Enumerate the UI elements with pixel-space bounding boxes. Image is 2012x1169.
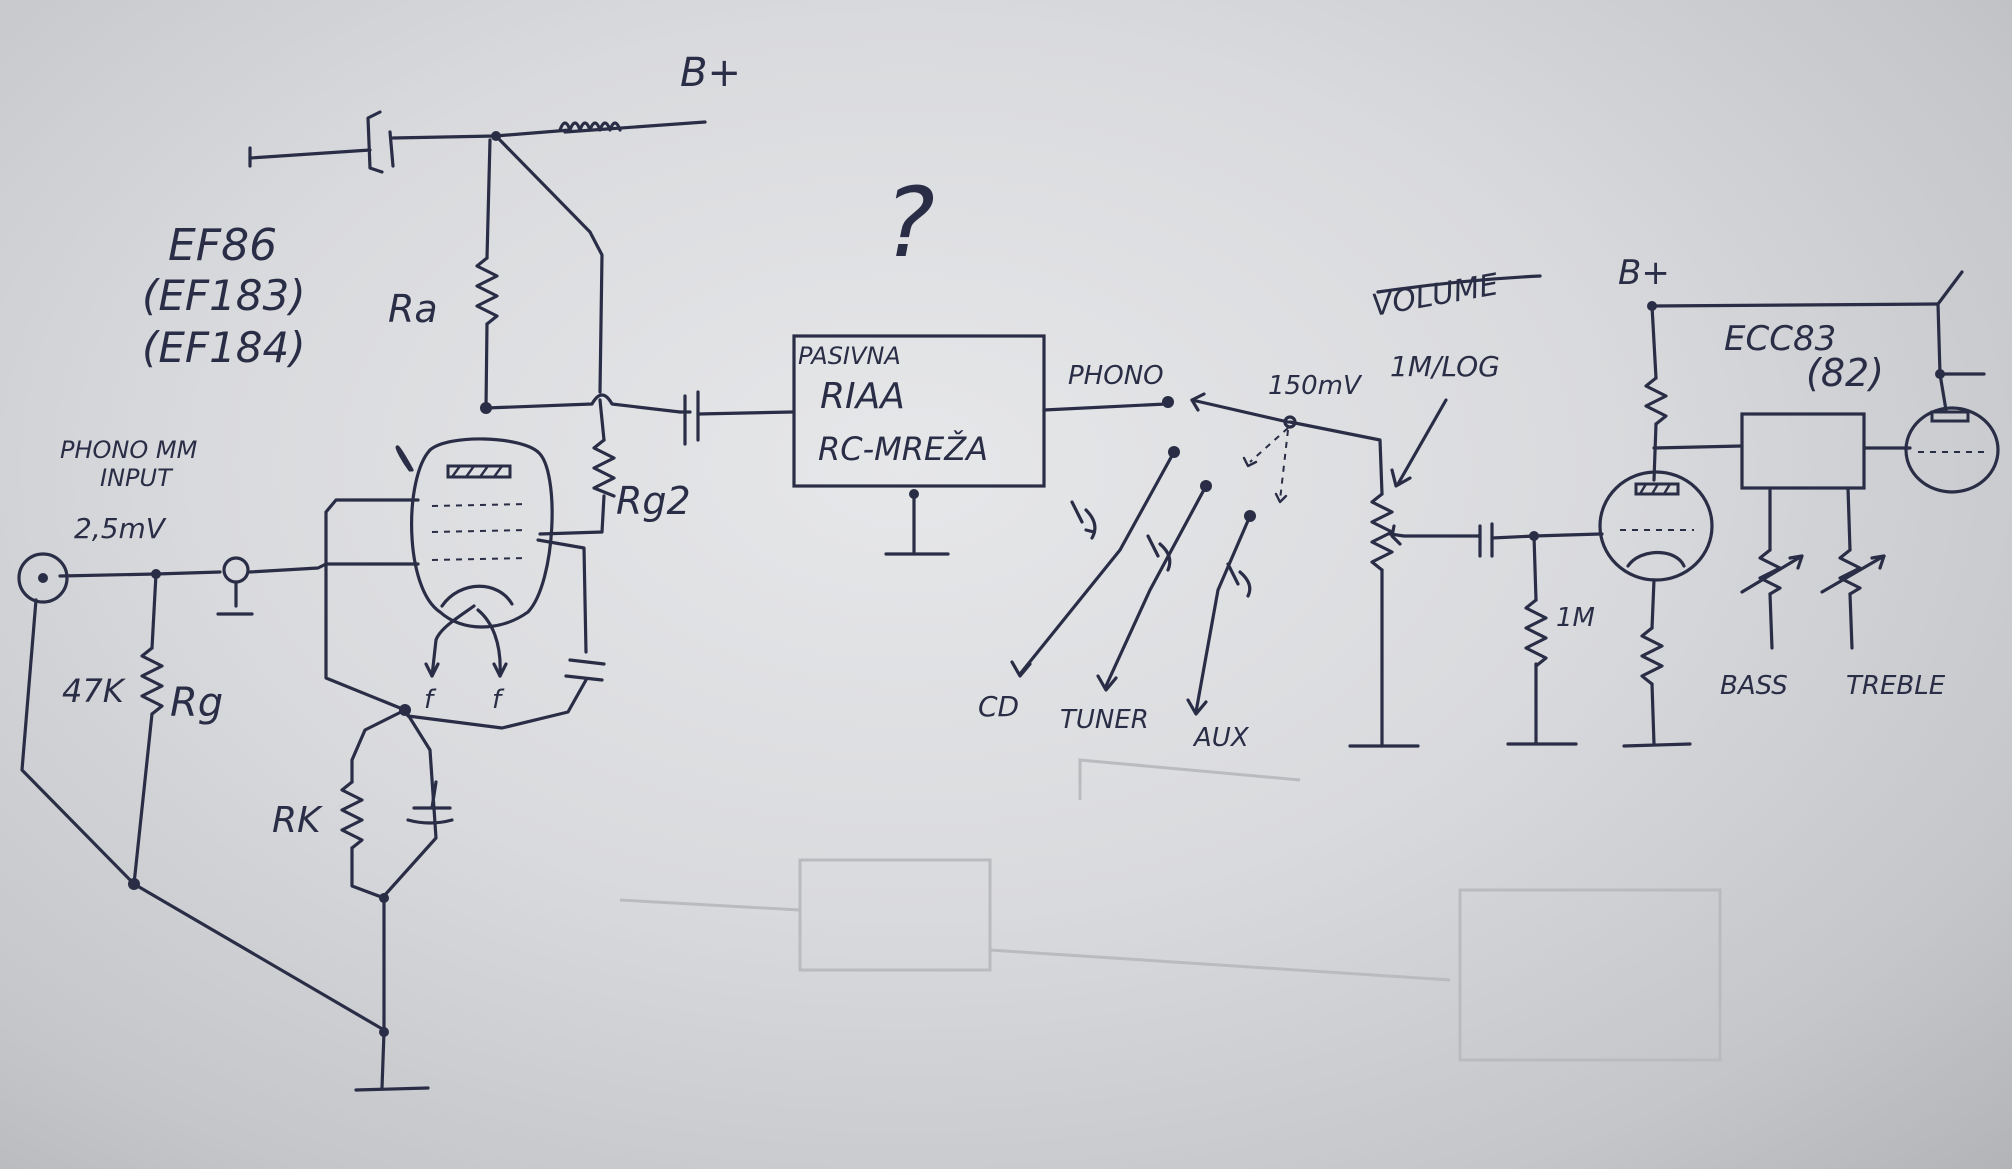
treble-label: TREBLE [1846, 671, 1946, 701]
rg2-label: Rg2 [616, 479, 691, 523]
plate-output-wire [480, 390, 794, 446]
b-plus-rail-right [1644, 270, 1964, 482]
b-plus-rail-left [248, 110, 707, 174]
ra-label: Ra [388, 287, 438, 331]
heater-label-2: f [492, 685, 505, 715]
pot-value-label: 1M/LOG [1390, 350, 1500, 383]
tuner-label: TUNER [1060, 705, 1149, 735]
screen-wire [494, 134, 616, 536]
volume-potentiometer [1348, 274, 1542, 748]
resistor-ra [475, 138, 499, 410]
selector-inputs [1010, 450, 1252, 716]
tone-control-box [1740, 412, 1912, 650]
tube-ef86 [395, 437, 554, 678]
b-plus-right-label: B+ [1618, 253, 1670, 293]
phono-input-jack [17, 552, 328, 616]
cathode-wiring [324, 498, 606, 898]
cd-label: CD [978, 690, 1019, 723]
tube2-name: ECC83 [1724, 319, 1836, 359]
riaa-label-rc-mreza: RC-MREŽA [818, 430, 988, 468]
level-150mv-label: 150mV [1268, 371, 1363, 401]
phono-mm-label-2: INPUT [100, 464, 174, 492]
rk-label: RK [272, 800, 323, 841]
riaa-network-box [792, 334, 1168, 556]
paper-ghost-marks [619, 758, 1722, 1062]
tube-ecc83-second-half [1904, 302, 2000, 494]
question-mark: ? [884, 167, 935, 279]
ground-return-left [20, 598, 430, 1092]
riaa-label-pasivna: PASIVNA [798, 342, 901, 370]
b-plus-left-label: B+ [680, 50, 741, 96]
b-plus-resistor-left [493, 121, 622, 138]
resistor-1m [1506, 598, 1578, 746]
rg-label: Rg [170, 680, 223, 726]
heater-label-1: f [424, 685, 437, 715]
heater-labels: f f [424, 685, 505, 715]
cathode-capacitor [379, 780, 454, 1032]
tube-ecc83-first-half [1598, 470, 1714, 748]
volume-label: VOLUME [1369, 267, 1501, 324]
phono-selector-label: PHONO [1068, 361, 1164, 391]
bass-label: BASS [1720, 671, 1788, 701]
r1m-label: 1M [1556, 603, 1595, 633]
coupling-capacitor-right [1478, 522, 1602, 602]
resistor-47k [128, 572, 164, 890]
tube1-name: EF86 [168, 220, 277, 271]
tube2-alt: (82) [1806, 351, 1884, 395]
phono-mm-label-1: PHONO MM [60, 436, 198, 464]
input-level-label: 2,5mV [74, 512, 167, 545]
input-selector-switch [1162, 392, 1384, 522]
riaa-label-riaa: RIAA [820, 376, 905, 417]
resistor-rk [340, 780, 386, 900]
aux-label: AUX [1192, 723, 1250, 753]
r47k-label: 47K [62, 672, 127, 710]
tube1-alt2: (EF184) [142, 323, 306, 372]
tube1-alt1: (EF183) [142, 271, 306, 320]
